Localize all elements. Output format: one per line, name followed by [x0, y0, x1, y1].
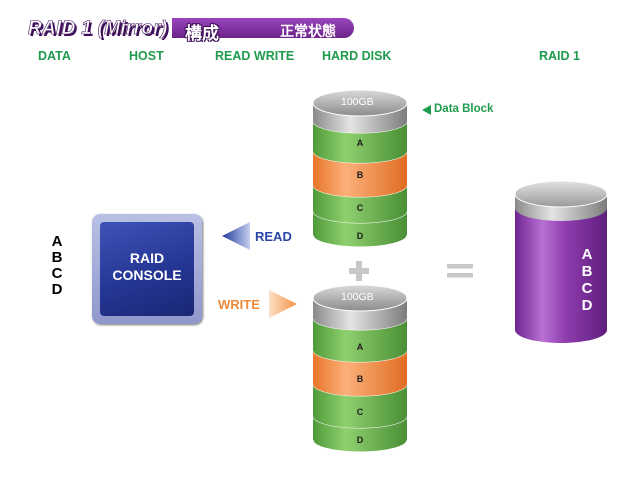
raid-console-label: RAID CONSOLE: [100, 250, 194, 284]
disk-1-block-c: C: [356, 203, 364, 213]
raid1-block-d: D: [581, 297, 593, 314]
column-header-read-write: READ WRITE: [215, 49, 295, 63]
column-header-hard-disk: HARD DISK: [322, 49, 392, 63]
title-banner: [172, 18, 354, 38]
disk-2-capacity: 100GB: [341, 291, 374, 303]
console-label-line2: CONSOLE: [112, 267, 182, 283]
data-letter: C: [51, 265, 63, 282]
disk-1-block-d: D: [356, 231, 364, 241]
disk-2-block-c: C: [356, 407, 364, 417]
hard-disk-1: [312, 89, 408, 248]
status-title: 正常状態: [280, 23, 336, 39]
raid-console: [100, 222, 194, 316]
legend-data-block: Data Block: [434, 103, 494, 115]
column-header-data: DATA: [38, 49, 71, 63]
disk-2-block-b: B: [356, 374, 364, 384]
read-label: READ: [255, 229, 292, 244]
raid1-block-c: C: [581, 280, 593, 297]
data-letter: B: [51, 249, 63, 266]
data-letter: A: [51, 233, 63, 250]
page-title-config: 構成: [185, 24, 219, 43]
data-letter: D: [51, 281, 63, 298]
equals-icon: [447, 264, 473, 278]
write-label: WRITE: [218, 297, 260, 312]
raid1-block-a: A: [581, 246, 593, 263]
disk-2-block-a: A: [356, 342, 364, 352]
disk-1-capacity: 100GB: [341, 96, 374, 108]
plus-icon: [349, 261, 369, 281]
page-title: RAID 1 (Mirror): [28, 18, 168, 40]
raid1-block-b: B: [581, 263, 593, 280]
column-header-host: HOST: [129, 49, 164, 63]
column-header-raid1: RAID 1: [539, 49, 580, 63]
triangle-left-icon: [422, 105, 431, 115]
data-letters: A B C D: [50, 234, 64, 298]
raid1-volume: [514, 180, 608, 343]
disk-1-block-b: B: [356, 170, 364, 180]
disk-2-block-d: D: [356, 435, 364, 445]
hard-disk-2: [312, 284, 408, 453]
triangle-right-icon: [269, 290, 297, 318]
triangle-left-icon: [222, 222, 250, 250]
disk-1-block-a: A: [356, 138, 364, 148]
console-label-line1: RAID: [129, 250, 165, 266]
